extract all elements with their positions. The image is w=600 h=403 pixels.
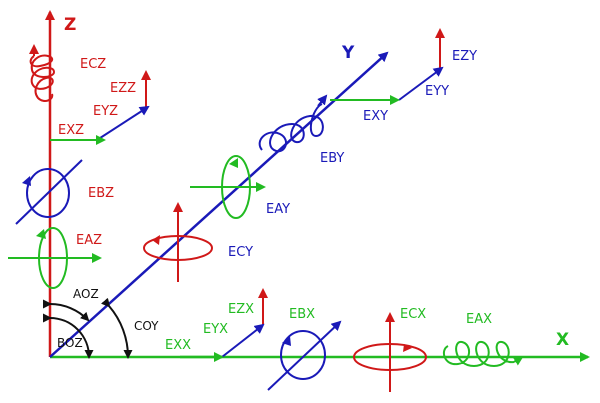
- ecz-label: ECZ: [80, 57, 106, 72]
- coy-angle-arc: [101, 297, 133, 359]
- ebx-label: EBX: [289, 307, 315, 322]
- ezy-label: EZY: [452, 49, 477, 64]
- ecx-rotation-icon: [353, 312, 427, 392]
- ecy-label: ECY: [228, 245, 253, 260]
- ecz-rotation-spring-icon: [29, 44, 56, 102]
- ebz-rotation-icon: [15, 159, 83, 225]
- eyz-label: EYZ: [93, 104, 118, 119]
- exy-label: EXY: [363, 109, 388, 124]
- eyz-arrow: [96, 105, 150, 141]
- ecy-rotation-icon: [143, 202, 213, 282]
- boz-angle-arc: [42, 313, 94, 359]
- y-axis-label: Y: [341, 43, 355, 63]
- eax-label: EAX: [466, 312, 492, 327]
- y-axis: [49, 51, 389, 358]
- ezz-label: EZZ: [110, 81, 136, 96]
- aoz-label: AOZ: [73, 287, 99, 301]
- ebz-label: EBZ: [88, 186, 114, 201]
- eay-rotation-icon: [190, 155, 266, 219]
- eby-label: EBY: [320, 151, 344, 166]
- eby-rotation-spring-icon: [258, 94, 328, 153]
- exz-label: EXZ: [58, 123, 84, 138]
- ebx-rotation-icon: [267, 320, 342, 391]
- ecx-label: ECX: [400, 307, 426, 322]
- eax-rotation-spring-icon: [442, 341, 524, 368]
- exx-label: EXX: [165, 338, 191, 353]
- eay-label: EAY: [266, 202, 290, 217]
- boz-label: BOZ: [57, 336, 83, 350]
- z-axis-label: Z: [64, 15, 76, 35]
- eyx-arrow: [221, 323, 265, 358]
- eaz-rotation-icon: [8, 227, 102, 289]
- ezx-label: EZX: [228, 302, 254, 317]
- x-axis-label: X: [556, 330, 569, 350]
- eyy-label: EYY: [425, 84, 449, 99]
- coy-label: COY: [134, 319, 159, 333]
- eaz-label: EAZ: [76, 233, 102, 248]
- eyy-arrow: [398, 66, 444, 101]
- eyx-label: EYX: [203, 322, 228, 337]
